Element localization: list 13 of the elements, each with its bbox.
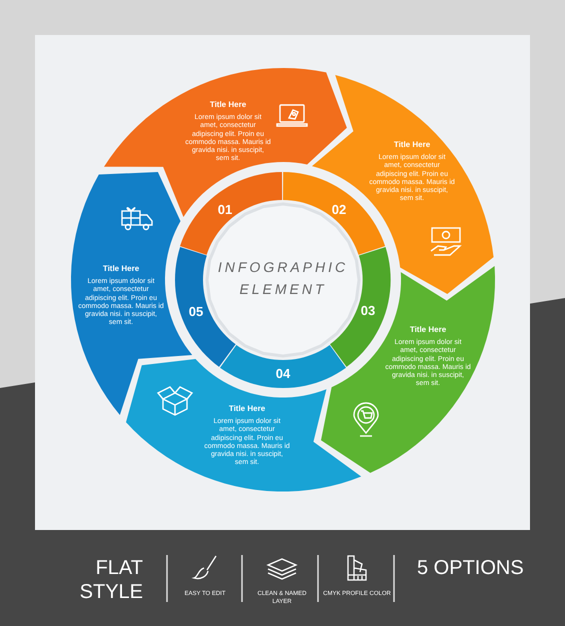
step-number: 05 (188, 304, 204, 319)
segment-title: Title Here (392, 140, 432, 150)
feature-heading: FLAT STYLE (78, 556, 143, 604)
step-number: 02 (330, 202, 348, 217)
center-title: INFOGRAPHIC ELEMENT (216, 258, 350, 299)
segment-title: Title Here (228, 404, 266, 414)
step-number: 04 (274, 366, 292, 381)
feature-heading: 5 OPTIONS (417, 556, 525, 580)
segment-title: Title Here (102, 264, 140, 274)
segment-title: Title Here (208, 100, 248, 110)
step-number: 01 (216, 202, 234, 217)
segment-title: Title Here (408, 324, 448, 335)
step-number: 03 (360, 302, 376, 318)
